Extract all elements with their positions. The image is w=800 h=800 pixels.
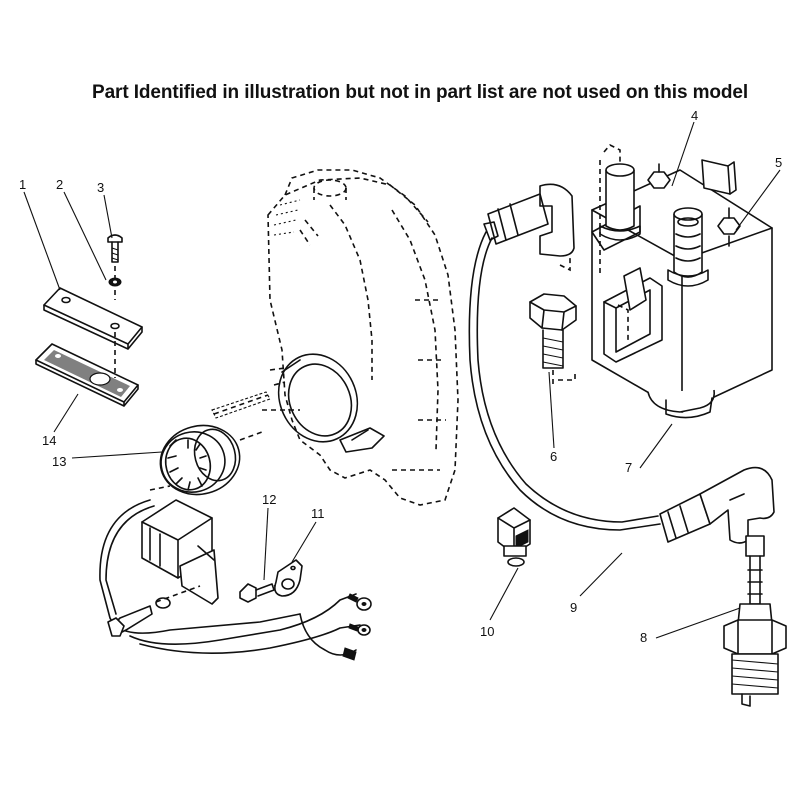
screw (107, 234, 123, 378)
callout-7: 7 (625, 460, 632, 475)
gasket (35, 343, 139, 407)
callout-1: 1 (19, 177, 26, 192)
washer (108, 277, 122, 287)
sensor-connector (497, 507, 531, 567)
callout-6: 6 (550, 449, 557, 464)
coil-bolt (529, 293, 577, 388)
cable-clamp (274, 559, 303, 597)
callout-9: 9 (570, 600, 577, 615)
spark-plug (723, 535, 787, 707)
callout-numbers: 1 2 3 4 5 6 7 8 9 10 11 12 13 14 (19, 108, 782, 645)
plate (43, 287, 143, 350)
ignition-coil (558, 144, 773, 419)
parts-note: Part Identified in illustration but not … (92, 82, 749, 103)
callout-5: 5 (775, 155, 782, 170)
leader-lines (23, 121, 781, 639)
callout-4: 4 (691, 108, 698, 123)
flywheel-housing (211, 169, 459, 506)
callout-10: 10 (480, 624, 494, 639)
spark-plug-lead (468, 183, 775, 544)
oil-seal (149, 424, 263, 496)
ignition-module (99, 499, 372, 661)
callout-8: 8 (640, 630, 647, 645)
callout-2: 2 (56, 177, 63, 192)
callout-3: 3 (97, 180, 104, 195)
callout-13: 13 (52, 454, 66, 469)
callout-11: 11 (311, 506, 325, 521)
callout-12: 12 (262, 492, 276, 507)
callout-14: 14 (42, 433, 56, 448)
